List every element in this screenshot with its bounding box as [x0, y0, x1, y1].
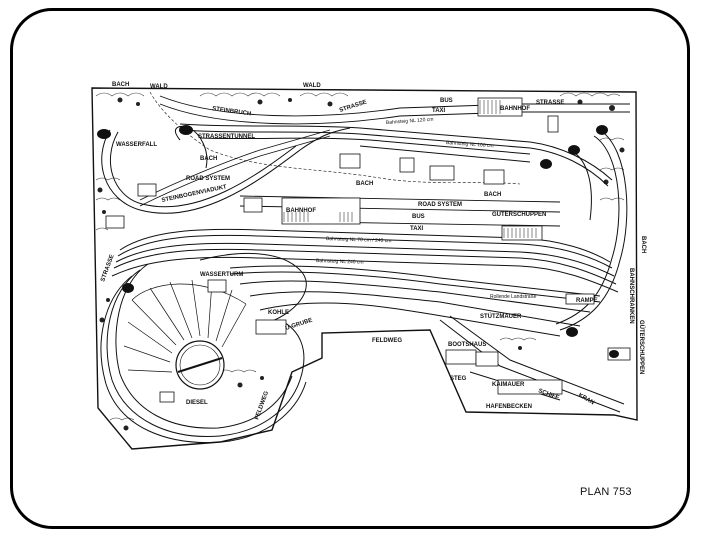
label-wasserfall: WASSERFALL — [116, 142, 157, 148]
label-rampe: RAMPE — [576, 298, 598, 304]
label-bach-mid: BACH — [200, 156, 217, 162]
label-bach-right: BACH — [484, 192, 501, 198]
label-rollende-landstrasse: Rollende Landstraße — [490, 294, 537, 300]
upper-tracks — [179, 123, 613, 187]
label-strassentunnel: STRASSENTUNNEL — [198, 134, 255, 140]
label-bus-center: BUS — [412, 214, 425, 220]
label-strasse-right: STRASSE — [536, 100, 564, 106]
label-diesel: DIESEL — [186, 400, 208, 406]
label-feldweg: FELDWEG — [372, 338, 402, 344]
label-wald-top: WALD — [303, 83, 321, 89]
label-stuetzmauer: STÜTZMAUER — [480, 313, 522, 320]
label-road-system-1: ROAD SYSTEM — [186, 176, 230, 182]
label-hafenbecken: HAFENBECKEN — [486, 404, 532, 410]
label-steg: STEG — [450, 376, 467, 382]
label-kaimauer: KAIMAUER — [492, 382, 525, 388]
label-wasserturm: WASSERTURM — [200, 272, 243, 278]
label-taxi-center: TAXI — [410, 226, 424, 232]
label-bahnsteig-120: Bahnsteig NL 120 cm — [386, 117, 434, 126]
buildings — [105, 97, 631, 403]
label-bahnschranken: BAHNSCHRANKEN — [628, 268, 634, 324]
label-bahnhof-center: BAHNHOF — [286, 208, 316, 214]
building-hatching — [283, 100, 537, 238]
tunnel-portals — [97, 125, 619, 358]
label-bach-tl: BACH — [112, 82, 129, 88]
label-bahnsteig-100: Bahnsteig NL 100 cm — [446, 140, 494, 149]
stream — [149, 91, 521, 185]
label-road-system-2: ROAD SYSTEM — [418, 202, 462, 208]
plan-number: PLAN 753 — [580, 486, 632, 498]
label-steinbruch: STEINBRUCH — [212, 106, 252, 117]
turntable — [175, 340, 225, 390]
label-kohle: KOHLE — [268, 310, 289, 316]
label-bach-center: BACH — [356, 181, 373, 187]
label-bach-right-edge: BACH — [640, 236, 646, 253]
lower-left-curves — [100, 253, 307, 444]
label-gueterschuppen-2: GÜTERSCHUPPEN — [638, 320, 645, 374]
label-bahnsteig-240: Bahnsteig NL 240 cm — [316, 258, 364, 266]
track-bundle — [111, 228, 619, 337]
label-gueterschuppen-1: GÜTERSCHUPPEN — [492, 211, 546, 218]
label-bahnhof-top: BAHNHOF — [500, 106, 530, 112]
label-bahnsteig-70-240: Bahnsteig NL 70 cm / 240 cm — [326, 236, 392, 244]
roundhouse-stalls — [123, 279, 247, 373]
vegetation-dots — [97, 97, 625, 431]
top-vegetation — [95, 92, 625, 421]
label-bootshaus: BOOTSHAUS — [448, 342, 486, 348]
label-bus-top: BUS — [440, 98, 453, 104]
label-wald-tl: WALD — [150, 84, 168, 90]
label-taxi-top: TAXI — [432, 108, 446, 114]
